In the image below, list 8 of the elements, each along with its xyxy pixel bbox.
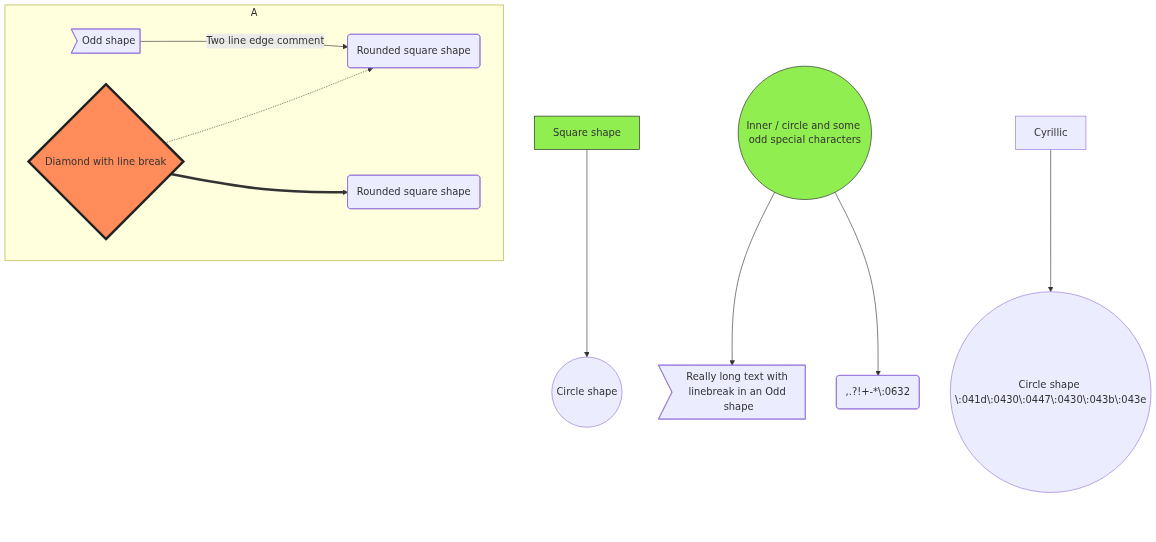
node-circle: Inner / circle and some odd special characters [737, 65, 872, 200]
node-box: Cyrillic [1015, 115, 1087, 150]
node-circle: Circle shape [551, 356, 623, 428]
node-circle: Circle shape \:041d\:0430\:0447\:0430\:043b\:043e [950, 291, 1152, 493]
edge-label: Two line edge comment [206, 34, 325, 47]
node-box: Square shape [534, 115, 640, 150]
arrow [170, 172, 349, 195]
node-diamond: Diamond with line break [26, 82, 186, 241]
